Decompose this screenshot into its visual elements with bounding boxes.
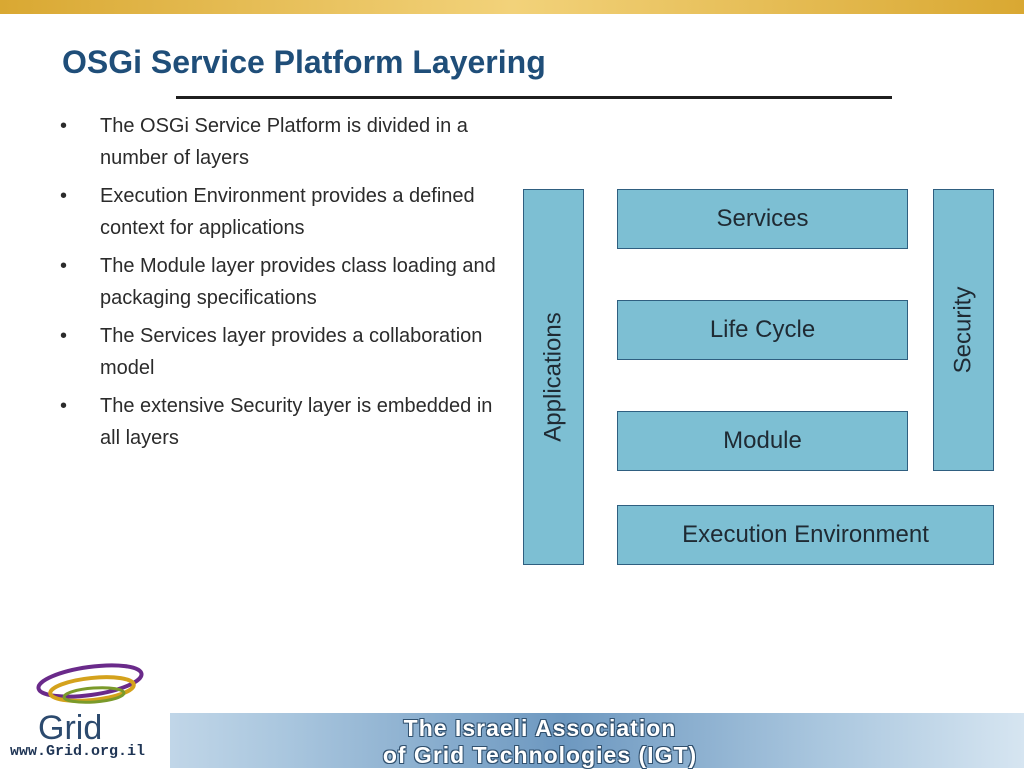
bullet-text: The OSGi Service Platform is divided in … bbox=[100, 115, 468, 169]
services-label: Services bbox=[716, 205, 809, 232]
bullet-item: • Execution Environment provides a define… bbox=[60, 180, 500, 244]
bullet-marker: • bbox=[60, 115, 68, 137]
top-decorative-band bbox=[0, 0, 1024, 14]
applications-label: Applications bbox=[539, 312, 567, 442]
footer-banner-text: The Israeli Association of Grid Technolo… bbox=[280, 715, 800, 769]
bullet-item: • The extensive Security layer is embedde… bbox=[60, 390, 500, 454]
svg-text:Grid: Grid bbox=[38, 709, 102, 747]
life-cycle-layer-box: Life Cycle bbox=[617, 300, 908, 360]
grid-logo: Grid bbox=[0, 655, 170, 768]
execution-environment-layer-box: Execution Environment bbox=[617, 505, 994, 565]
module-label: Module bbox=[723, 427, 802, 454]
grid-logo-icon: Grid bbox=[36, 663, 144, 747]
banner-line-2: of Grid Technologies (IGT) bbox=[382, 742, 698, 768]
bullet-marker: • bbox=[60, 395, 68, 417]
security-layer-box: Security bbox=[933, 189, 994, 471]
bullet-list: • The OSGi Service Platform is divided in… bbox=[60, 110, 500, 460]
title-underline bbox=[176, 96, 892, 99]
execution-environment-label: Execution Environment bbox=[682, 521, 929, 548]
bullet-marker: • bbox=[60, 185, 68, 207]
slide-title: OSGi Service Platform Layering bbox=[62, 44, 546, 80]
bullet-text: The Module layer provides class loading … bbox=[100, 255, 496, 309]
bullet-item: • The OSGi Service Platform is divided in… bbox=[60, 110, 500, 174]
footer-banner bbox=[0, 713, 1024, 768]
bullet-marker: • bbox=[60, 325, 68, 347]
bullet-marker: • bbox=[60, 255, 68, 277]
website-url[interactable]: www.Grid.org.il bbox=[10, 743, 146, 760]
applications-layer-box: Applications bbox=[523, 189, 584, 565]
services-layer-box: Services bbox=[617, 189, 908, 249]
bullet-text: The extensive Security layer is embedded… bbox=[100, 395, 493, 449]
bullet-text: The Services layer provides a collaborat… bbox=[100, 325, 483, 379]
security-label: Security bbox=[949, 286, 977, 374]
bullet-item: • The Services layer provides a collabora… bbox=[60, 320, 500, 384]
life-cycle-label: Life Cycle bbox=[709, 316, 816, 343]
banner-line-1: The Israeli Association bbox=[403, 715, 677, 741]
bullet-text: Execution Environment provides a defined… bbox=[100, 185, 475, 239]
module-layer-box: Module bbox=[617, 411, 908, 471]
bullet-item: • The Module layer provides class loading… bbox=[60, 250, 500, 314]
